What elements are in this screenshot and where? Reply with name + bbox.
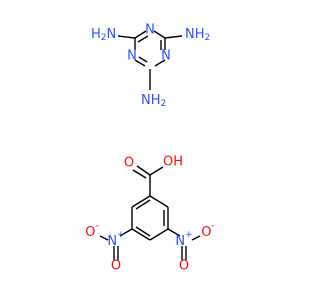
bond xyxy=(149,166,164,176)
bond xyxy=(99,235,109,241)
bond xyxy=(132,169,147,179)
ring-nitrogen-bottom-left: N xyxy=(127,49,137,64)
melamine-molecule: N N N H2N NH2 NH2 xyxy=(91,23,210,110)
nitro-right-oxygen-top: O xyxy=(179,259,189,274)
chemical-structure-canvas: N N N H2N NH2 NH2 xyxy=(85,23,214,274)
bond xyxy=(135,199,151,210)
bond xyxy=(164,35,183,39)
nitro-left-nitrogen: N+ xyxy=(107,230,124,249)
dinitrobenzoic-acid-molecule: O OH N+ O O- N+ O O- xyxy=(85,155,214,274)
hydroxyl-group: OH xyxy=(163,155,183,170)
bond xyxy=(135,226,151,237)
nitro-left-oxygen-left: O- xyxy=(85,221,98,240)
bond xyxy=(136,165,151,176)
dinitrobenzoic-acid-bonds xyxy=(99,165,201,260)
amine-bottom: NH2 xyxy=(141,93,166,110)
bond xyxy=(134,59,146,67)
ring-nitrogen-right: N xyxy=(161,49,171,64)
nitro-right-nitrogen: N+ xyxy=(175,230,192,249)
bond xyxy=(149,195,169,208)
amine-left: H2N xyxy=(91,27,116,44)
nitro-left-oxygen-top: O xyxy=(111,259,121,274)
bond xyxy=(131,195,151,208)
bond xyxy=(119,228,133,237)
melamine-bonds xyxy=(117,30,183,90)
bond xyxy=(154,59,166,67)
bond xyxy=(131,228,151,241)
bond xyxy=(137,35,149,43)
bond xyxy=(167,228,181,237)
amine-right: NH2 xyxy=(185,27,210,44)
bond xyxy=(138,56,148,63)
nitro-right-oxygen-right: O- xyxy=(201,221,214,240)
bond xyxy=(117,35,136,39)
bond xyxy=(134,30,147,39)
bond xyxy=(153,30,166,39)
bond xyxy=(191,235,201,241)
ring-nitrogen-top: N xyxy=(145,23,155,38)
carbonyl-oxygen: O xyxy=(124,156,134,171)
bond xyxy=(149,228,169,241)
